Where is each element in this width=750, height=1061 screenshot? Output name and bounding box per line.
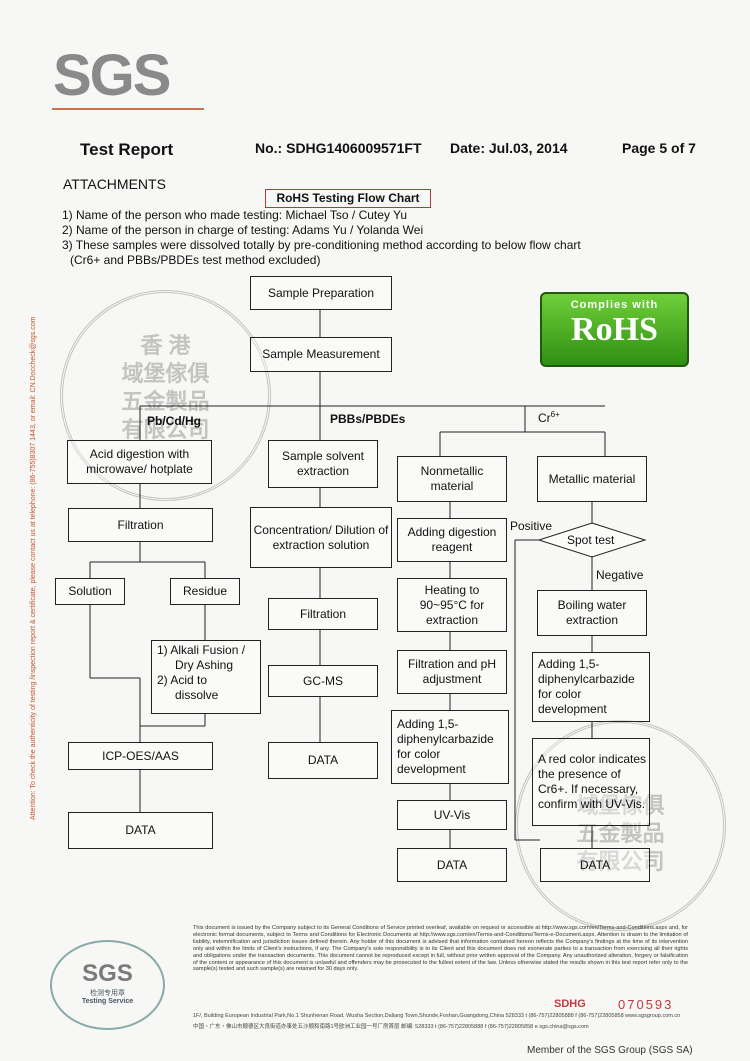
pb-data-box: DATA xyxy=(68,812,213,849)
nonmetal-diphenylcarbazide-box: Adding 1,5-diphenylcarbazide for color d… xyxy=(391,710,509,784)
report-date: Date: Jul.03, 2014 xyxy=(450,140,568,156)
member-line: Member of the SGS Group (SGS SA) xyxy=(527,1045,693,1056)
acid-digestion-box: Acid digestion with microwave/ hotplate xyxy=(67,440,212,484)
address-block: 1F/, Building European Industrial Park,N… xyxy=(193,1011,693,1033)
note-3: 3) These samples were dissolved totally … xyxy=(62,238,581,252)
notes: 1) Name of the person who made testing: … xyxy=(62,208,581,268)
positive-label: Positive xyxy=(510,519,553,533)
address-cn: 中国・广东・佛山市顺德区大良街道办事处五沙顺和南路1号欧洲工业园一号厂房首层 邮… xyxy=(193,1024,589,1030)
page-number: Page 5 of 7 xyxy=(622,140,696,156)
serial-number: 070593 xyxy=(618,997,674,1012)
pb-filtration-box: Filtration xyxy=(68,508,213,542)
testing-service-seal: SGS 检测专用章 Testing Service xyxy=(50,940,165,1030)
nonmetallic-material-box: Nonmetallic material xyxy=(397,456,507,502)
red-color-note-box: A red color indicates the presence of Cr… xyxy=(532,738,650,826)
flow-chart-title: RoHS Testing Flow Chart xyxy=(265,189,431,208)
note-1: 1) Name of the person who made testing: … xyxy=(62,208,408,222)
report-title: Test Report xyxy=(80,140,174,159)
branch-label-pbb-pbde: PBBs/PBDEs xyxy=(330,412,406,426)
icp-oes-aas-box: ICP-OES/AAS xyxy=(68,742,213,770)
address-en: 1F/, Building European Industrial Park,N… xyxy=(193,1013,681,1019)
branch-label-pb-cd-hg: Pb/Cd/Hg xyxy=(147,414,201,428)
sample-preparation-box: Sample Preparation xyxy=(250,276,392,310)
filtration-ph-box: Filtration and pH adjustment xyxy=(397,650,507,694)
note-2: 2) Name of the person in charge of testi… xyxy=(62,223,424,237)
spot-test-label: Spot test xyxy=(567,533,615,547)
spot-test-diamond xyxy=(537,522,647,558)
legal-disclaimer: This document is issued by the Company s… xyxy=(193,925,688,973)
company-stamp-left: 香 港 域堡傢俱 五金製品 有限公司 xyxy=(60,290,271,501)
note-4: (Cr6+ and PBBs/PBDEs test method exclude… xyxy=(70,253,321,267)
metal-diphenylcarbazide-box: Adding 1,5-diphenylcarbazide for color d… xyxy=(532,652,650,722)
digestion-reagent-box: Adding digestion reagent xyxy=(397,518,507,562)
serial-prefix: SDHG xyxy=(554,998,586,1010)
sample-measurement-box: Sample Measurement xyxy=(250,337,392,372)
sgs-logo: SGS xyxy=(53,43,171,108)
concentration-box: Concentration/ Dilution of extraction so… xyxy=(250,507,392,568)
attachments-heading: ATTACHMENTS xyxy=(63,176,166,192)
pbb-filtration-box: Filtration xyxy=(268,598,378,630)
residue-box: Residue xyxy=(170,578,240,605)
logo-underline xyxy=(52,108,204,110)
solvent-extraction-box: Sample solvent extraction xyxy=(268,440,378,488)
negative-label: Negative xyxy=(596,568,644,582)
nonmetal-data-box: DATA xyxy=(397,848,507,882)
solution-box: Solution xyxy=(55,578,125,605)
boiling-water-box: Boiling water extraction xyxy=(537,590,647,636)
metallic-material-box: Metallic material xyxy=(537,456,647,502)
alkali-fusion-box: 1) Alkali Fusion / Dry Ashing 2) Acid to… xyxy=(151,640,261,714)
rohs-compliance-badge: Complies with RoHS xyxy=(540,292,689,367)
pbb-data-box: DATA xyxy=(268,742,378,779)
heating-extraction-box: Heating to 90~95°C for extraction xyxy=(397,578,507,632)
branch-label-cr6: Cr6+ xyxy=(538,410,560,425)
report-number: No.: SDHG1406009571FT xyxy=(255,140,422,156)
gc-ms-box: GC-MS xyxy=(268,665,378,697)
uv-vis-box: UV-Vis xyxy=(397,800,507,830)
metal-data-box: DATA xyxy=(540,848,650,882)
